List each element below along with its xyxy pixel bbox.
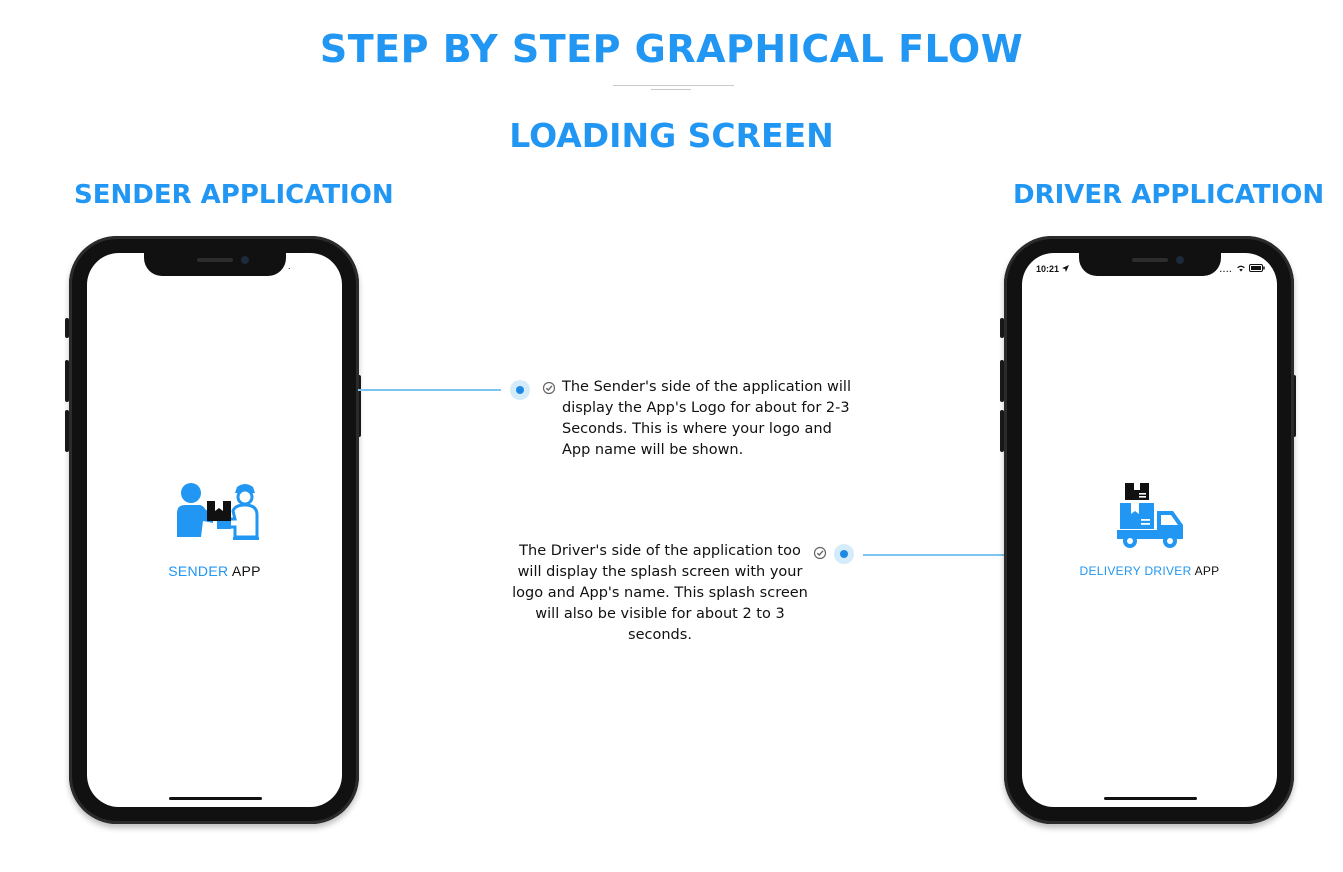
front-camera bbox=[1176, 256, 1184, 264]
driver-connector-dot-center bbox=[840, 550, 848, 558]
sender-app-label-suffix: APP bbox=[231, 563, 261, 579]
main-title: STEP BY STEP GRAPHICAL FLOW bbox=[319, 27, 1024, 71]
status-time-text: 10:21 bbox=[1036, 264, 1060, 274]
sender-phone-volume-up bbox=[65, 360, 69, 402]
check-circle-icon bbox=[813, 546, 827, 560]
sender-app-label: SENDER APP bbox=[87, 563, 342, 579]
courier-handover-icon bbox=[177, 483, 259, 540]
driver-phone-volume-down bbox=[1000, 410, 1004, 452]
sender-description: The Sender's side of the application wil… bbox=[562, 379, 851, 458]
driver-connector-dot bbox=[834, 544, 854, 564]
title-divider bbox=[613, 85, 734, 86]
speaker bbox=[197, 258, 233, 262]
driver-connector-line bbox=[863, 554, 1005, 556]
sender-connector-dot bbox=[510, 380, 530, 400]
home-indicator bbox=[169, 797, 262, 800]
driver-phone-mute-switch bbox=[1000, 318, 1004, 338]
driver-phone-screen: 10:21 .... bbox=[1022, 253, 1277, 807]
driver-description: The Driver's side of the application too… bbox=[512, 543, 808, 643]
status-icons: .... bbox=[1220, 264, 1265, 274]
title-divider-accent bbox=[651, 89, 691, 90]
sender-phone: . SENDER APP bbox=[69, 236, 359, 824]
sender-phone-screen: . SENDER APP bbox=[87, 253, 342, 807]
driver-phone: 10:21 .... bbox=[1004, 236, 1294, 824]
sender-status-dot: . bbox=[288, 261, 291, 271]
sender-phone-volume-down bbox=[65, 410, 69, 452]
sender-connector-line bbox=[358, 389, 501, 391]
sender-app-label-brand: SENDER bbox=[168, 563, 229, 579]
sender-phone-mute-switch bbox=[65, 318, 69, 338]
check-circle-icon bbox=[542, 381, 556, 395]
battery-icon bbox=[1249, 264, 1265, 272]
sender-phone-notch bbox=[144, 253, 286, 276]
status-time: 10:21 bbox=[1036, 264, 1069, 274]
front-camera bbox=[241, 256, 249, 264]
driver-app-label: DELIVERY DRIVER APP bbox=[1022, 564, 1277, 578]
location-arrow-icon bbox=[1061, 265, 1069, 272]
home-indicator bbox=[1104, 797, 1197, 800]
signal-icon: .... bbox=[1219, 265, 1233, 274]
driver-app-label-brand: DELIVERY DRIVER bbox=[1079, 564, 1192, 578]
sender-heading: SENDER APPLICATION bbox=[74, 180, 394, 210]
speaker bbox=[1132, 258, 1168, 262]
driver-phone-power-button bbox=[1292, 375, 1296, 437]
sender-phone-power-button bbox=[357, 375, 361, 437]
delivery-truck-icon bbox=[1117, 483, 1183, 548]
wifi-icon bbox=[1236, 265, 1245, 272]
driver-heading: DRIVER APPLICATION bbox=[1013, 180, 1325, 210]
driver-phone-notch bbox=[1079, 253, 1221, 276]
section-title: LOADING SCREEN bbox=[509, 116, 834, 155]
sender-connector-dot-center bbox=[516, 386, 524, 394]
driver-phone-volume-up bbox=[1000, 360, 1004, 402]
driver-app-label-suffix: APP bbox=[1194, 564, 1220, 578]
